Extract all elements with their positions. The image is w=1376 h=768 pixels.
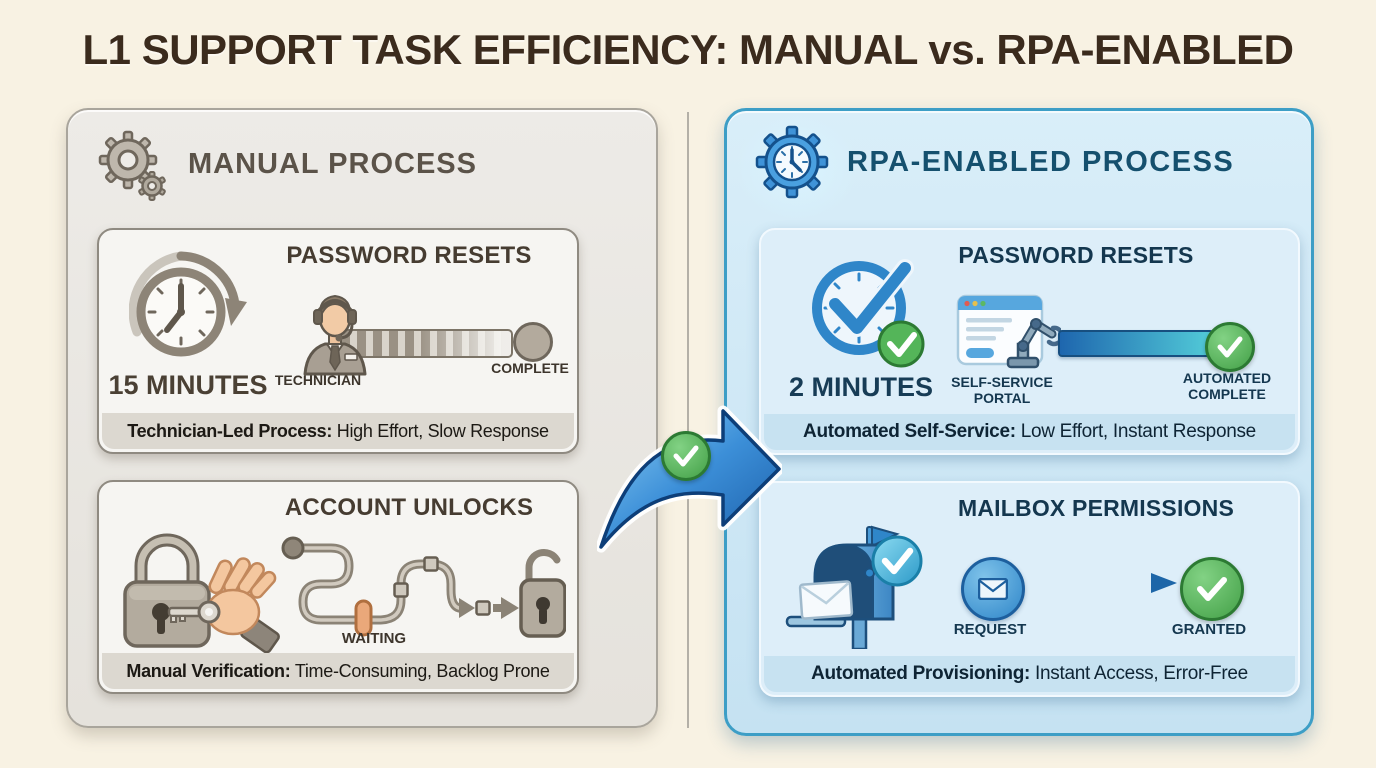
- waiting-capsule-icon: [354, 599, 373, 637]
- footer-bold: Technician-Led Process:: [127, 420, 333, 441]
- footer-bold: Automated Self-Service:: [803, 421, 1016, 442]
- technician-headset-icon: [303, 294, 367, 376]
- end-label: GRANTED: [1171, 621, 1247, 638]
- footer-rest: Low Effort, Instant Response: [1015, 421, 1257, 442]
- manual-panel-header: MANUAL PROCESS: [96, 126, 477, 202]
- time-metric: 15 MINUTES: [108, 370, 268, 400]
- self-service-portal-robot-icon: [956, 294, 1061, 369]
- footer-rest: Instant Access, Error-Free: [1030, 663, 1248, 684]
- card-title: PASSWORD RESETS: [958, 242, 1194, 268]
- page-title: L1 SUPPORT TASK EFFICIENCY: MANUAL vs. R…: [82, 26, 1294, 73]
- card-footer: Automated Self-Service: Low Effort, Inst…: [764, 414, 1295, 450]
- gear-clock-icon: [755, 125, 829, 199]
- check-circle-icon: [661, 431, 711, 481]
- check-circle-icon: [1180, 557, 1244, 621]
- end-label: AUTOMATED COMPLETE: [1182, 370, 1272, 403]
- card-title: MAILBOX PERMISSIONS: [958, 495, 1234, 521]
- actor-label: TECHNICIAN: [274, 372, 362, 388]
- card-title: ACCOUNT UNLOCKS: [284, 494, 534, 521]
- panel-divider: [687, 112, 689, 728]
- footer-rest: High Effort, Slow Response: [332, 420, 549, 441]
- rpa-panel-header: RPA-ENABLED PROCESS: [753, 123, 1234, 201]
- rpa-process-panel: RPA-ENABLED PROCESS PASSWORD RESETS 2 MI…: [724, 108, 1314, 736]
- manual-password-resets-card: PASSWORD RESETS 15 MINUTES: [97, 228, 579, 454]
- right-arrow-icon: [1025, 573, 1177, 593]
- clock-check-icon: [812, 259, 925, 368]
- manual-process-panel: MANUAL PROCESS PASSWORD RESETS: [66, 108, 658, 728]
- manual-account-unlocks-card: ACCOUNT UNLOCKS: [97, 480, 579, 694]
- card-footer: Technician-Led Process: High Effort, Slo…: [102, 413, 574, 449]
- manual-progress-bar: [339, 329, 513, 358]
- clock-rewind-icon: [129, 251, 247, 357]
- complete-dot: [513, 322, 553, 362]
- mailbox-check-icon: [785, 525, 923, 649]
- padlock-key-hand-icon: [123, 533, 280, 654]
- rpa-panel-title: RPA-ENABLED PROCESS: [847, 145, 1235, 178]
- rpa-progress-bar: [1058, 330, 1214, 357]
- time-metric: 2 MINUTES: [788, 372, 934, 402]
- waiting-path-icon: [281, 536, 566, 638]
- footer-bold: Manual Verification:: [126, 660, 291, 681]
- footer-rest: Time-Consuming, Backlog Prone: [290, 660, 550, 681]
- end-label: COMPLETE: [491, 360, 569, 376]
- actor-label: SELF-SERVICE PORTAL: [951, 374, 1053, 407]
- footer-bold: Automated Provisioning:: [811, 663, 1031, 684]
- manual-panel-title: MANUAL PROCESS: [188, 147, 477, 180]
- start-label: REQUEST: [953, 621, 1027, 638]
- mid-label: WAITING: [341, 630, 407, 647]
- gears-icon: [98, 130, 166, 201]
- card-footer: Manual Verification: Time-Consuming, Bac…: [102, 653, 574, 689]
- rpa-password-resets-card: PASSWORD RESETS 2 MINUTES: [759, 228, 1300, 455]
- envelope-circle-icon: [961, 557, 1025, 621]
- card-title: PASSWORD RESETS: [286, 242, 532, 269]
- check-circle-icon: [1205, 322, 1255, 372]
- card-footer: Automated Provisioning: Instant Access, …: [764, 656, 1295, 692]
- rpa-mailbox-permissions-card: MAILBOX PERMISSIONS: [759, 481, 1300, 697]
